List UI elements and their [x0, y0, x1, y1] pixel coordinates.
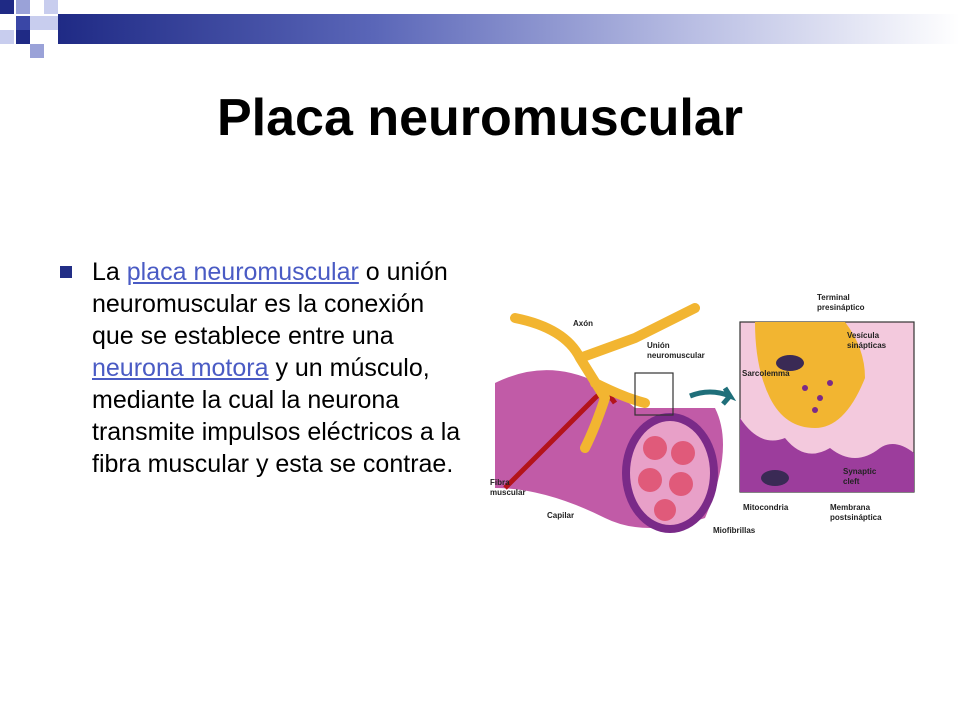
header-gradient-bar [58, 14, 960, 44]
myofibril [638, 468, 662, 492]
deco-square [0, 30, 14, 44]
deco-square [16, 30, 30, 44]
synaptic-vesicle [802, 385, 808, 391]
paragraph-text: o unión neuromuscular es la conexión que… [92, 258, 448, 350]
label-sinapticas: sinápticas [847, 341, 887, 350]
bullet-square-icon [60, 266, 72, 278]
deco-square [16, 16, 30, 30]
junction-box [634, 372, 674, 416]
label-muscular: muscular [490, 488, 526, 497]
mitochondrion-icon [761, 470, 789, 486]
link-placa-neuromuscular[interactable]: placa neuromuscular [126, 258, 359, 286]
label-postsinaptica: postsináptica [830, 513, 882, 522]
label-synaptic: Synaptic [843, 467, 877, 476]
zoom-arrow-icon [689, 386, 737, 406]
paragraph-text: y un músculo, mediante la cual la neuron… [92, 354, 461, 478]
deco-square [30, 16, 58, 30]
label-sarcolemma: Sarcolemma [742, 369, 790, 378]
label-vesicula: Vesícula [847, 331, 880, 340]
label-fibra: Fibra [490, 478, 510, 487]
deco-square [44, 0, 58, 14]
myofibril [671, 441, 695, 465]
mitochondrion-icon [776, 355, 804, 371]
bullet-paragraph: La placa neuromuscular o unión neuromusc… [92, 256, 470, 480]
label-presinaptico: presináptico [817, 303, 865, 312]
myofibril [654, 499, 676, 521]
synaptic-vesicle [827, 380, 833, 386]
label-capilar: Capilar [547, 511, 574, 520]
label-mitocondria: Mitocondria [743, 503, 789, 512]
label-neuromuscular: neuromuscular [647, 351, 705, 360]
synaptic-vesicle [812, 407, 818, 413]
bullet-list: La placa neuromuscular o unión neuromusc… [60, 256, 470, 480]
myofibril [669, 472, 693, 496]
label-union: Unión [647, 341, 670, 350]
label-membrana: Membrana [830, 503, 871, 512]
axon-shape [510, 303, 700, 453]
myofibril [643, 436, 667, 460]
presynaptic-terminal-shape [755, 322, 865, 428]
label-terminal: Terminal [817, 293, 850, 302]
label-axon: Axón [573, 319, 593, 328]
deco-square [0, 0, 14, 14]
deco-square [16, 0, 30, 14]
deco-square [30, 44, 44, 58]
label-miofibrillas: Miofibrillas [713, 526, 756, 535]
link-neurona-motora[interactable]: neurona motora [92, 354, 269, 382]
slide-title: Placa neuromuscular [217, 89, 743, 147]
neuromuscular-diagram: Axón Unión neuromuscular Fibra muscular … [490, 293, 915, 535]
synaptic-vesicle [817, 395, 823, 401]
label-cleft: cleft [843, 477, 860, 486]
paragraph-text: La [92, 258, 127, 286]
